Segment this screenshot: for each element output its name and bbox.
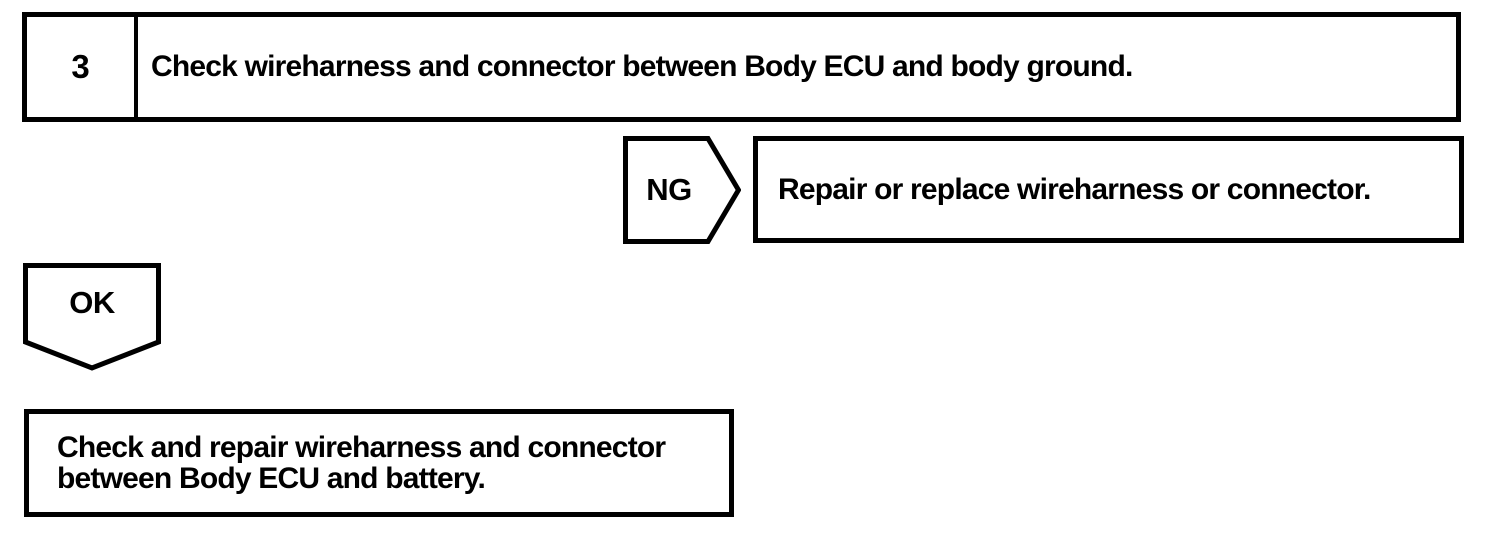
- ok-connector: OK: [23, 263, 161, 371]
- ng-connector-shape: [623, 136, 741, 244]
- step-instruction: Check wireharness and connector between …: [151, 50, 1133, 83]
- ng-action-text: Repair or replace wireharness or connect…: [778, 172, 1371, 206]
- ok-action-text: Check and repair wireharness and connect…: [29, 430, 666, 495]
- ok-label: OK: [69, 285, 115, 320]
- ok-action-line1: Check and repair wireharness and connect…: [57, 430, 666, 464]
- step-box: 3 Check wireharness and connector betwee…: [22, 12, 1461, 122]
- ng-connector: NG: [623, 136, 741, 244]
- ng-action-box: Repair or replace wireharness or connect…: [753, 136, 1464, 243]
- ok-connector-shape: [23, 263, 161, 371]
- step-number-cell: 3: [27, 17, 138, 117]
- step-number: 3: [71, 48, 90, 85]
- ok-pentagon-outline: [23, 263, 161, 371]
- ok-action-box: Check and repair wireharness and connect…: [24, 409, 734, 517]
- ng-pentagon-outline: [623, 136, 741, 244]
- ok-action-line2: between Body ECU and battery.: [57, 462, 486, 495]
- ng-label: NG: [646, 172, 692, 207]
